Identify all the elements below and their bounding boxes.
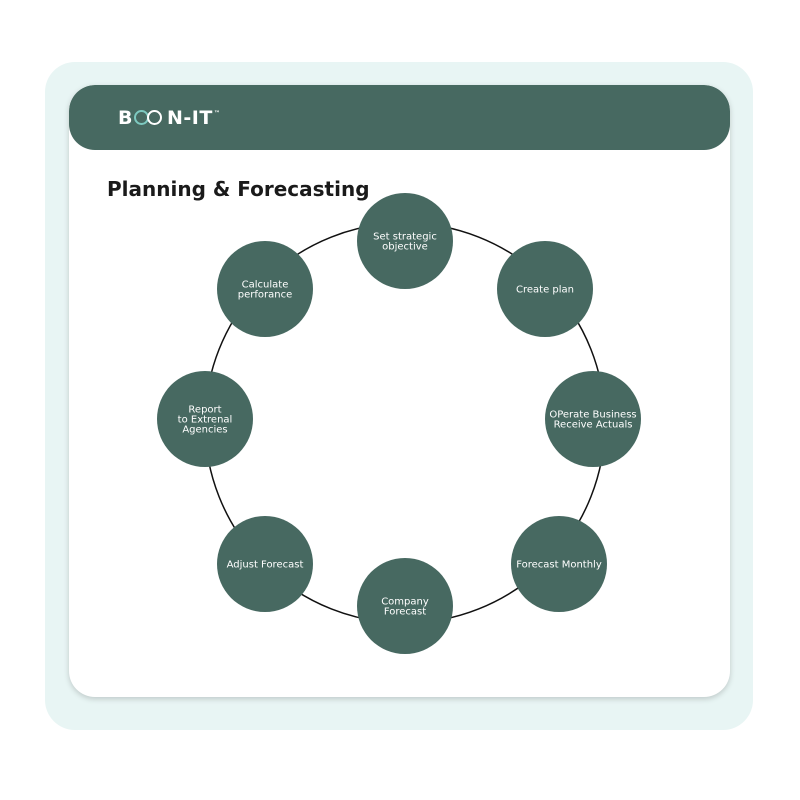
page-title: Planning & Forecasting xyxy=(107,177,370,201)
cycle-node-label: Set strategic xyxy=(373,232,437,243)
cycle-node-label: Company xyxy=(381,597,429,608)
cycle-node-circle xyxy=(545,371,641,467)
cycle-node-circle xyxy=(511,516,607,612)
logo-letter-b: B xyxy=(118,107,133,129)
cycle-node-label: Calculate xyxy=(242,280,289,291)
cycle-node-label: Report xyxy=(188,405,221,416)
cycle-node-label: Forecast Monthly xyxy=(516,560,602,571)
cycle-node-circle xyxy=(217,241,313,337)
cycle-node-adjust-forecast: Adjust Forecast xyxy=(217,516,313,612)
cycle-node-label: Adjust Forecast xyxy=(227,560,304,571)
cycle-node-label: Agencies xyxy=(182,425,227,436)
cycle-node-label: Receive Actuals xyxy=(554,420,633,431)
logo-letter-n: N xyxy=(166,107,184,129)
cycle-node-label: perforance xyxy=(238,290,292,301)
cycle-node-label: objective xyxy=(382,242,428,253)
cycle-node-create-plan: Create plan xyxy=(497,241,593,337)
trademark-icon: ™ xyxy=(213,109,221,117)
cycle-node-label: Create plan xyxy=(516,285,574,296)
cycle-node-label: Forecast xyxy=(384,607,426,618)
cycle-node-circle xyxy=(157,371,253,467)
logo-text-it: -IT xyxy=(183,107,213,129)
cycle-node-circle xyxy=(497,241,593,337)
logo-rings-icon xyxy=(133,108,166,128)
cycle-node-circle xyxy=(357,558,453,654)
cycle-node-label: to Extrenal xyxy=(178,415,233,426)
brand-logo: B N -IT ™ xyxy=(118,104,220,132)
cycle-node-label: OPerate Business xyxy=(549,410,636,421)
cycle-node-circle xyxy=(217,516,313,612)
cycle-node-forecast-monthly: Forecast Monthly xyxy=(511,516,607,612)
header-bar: B N -IT ™ xyxy=(69,85,730,150)
cycle-node-circle xyxy=(357,193,453,289)
